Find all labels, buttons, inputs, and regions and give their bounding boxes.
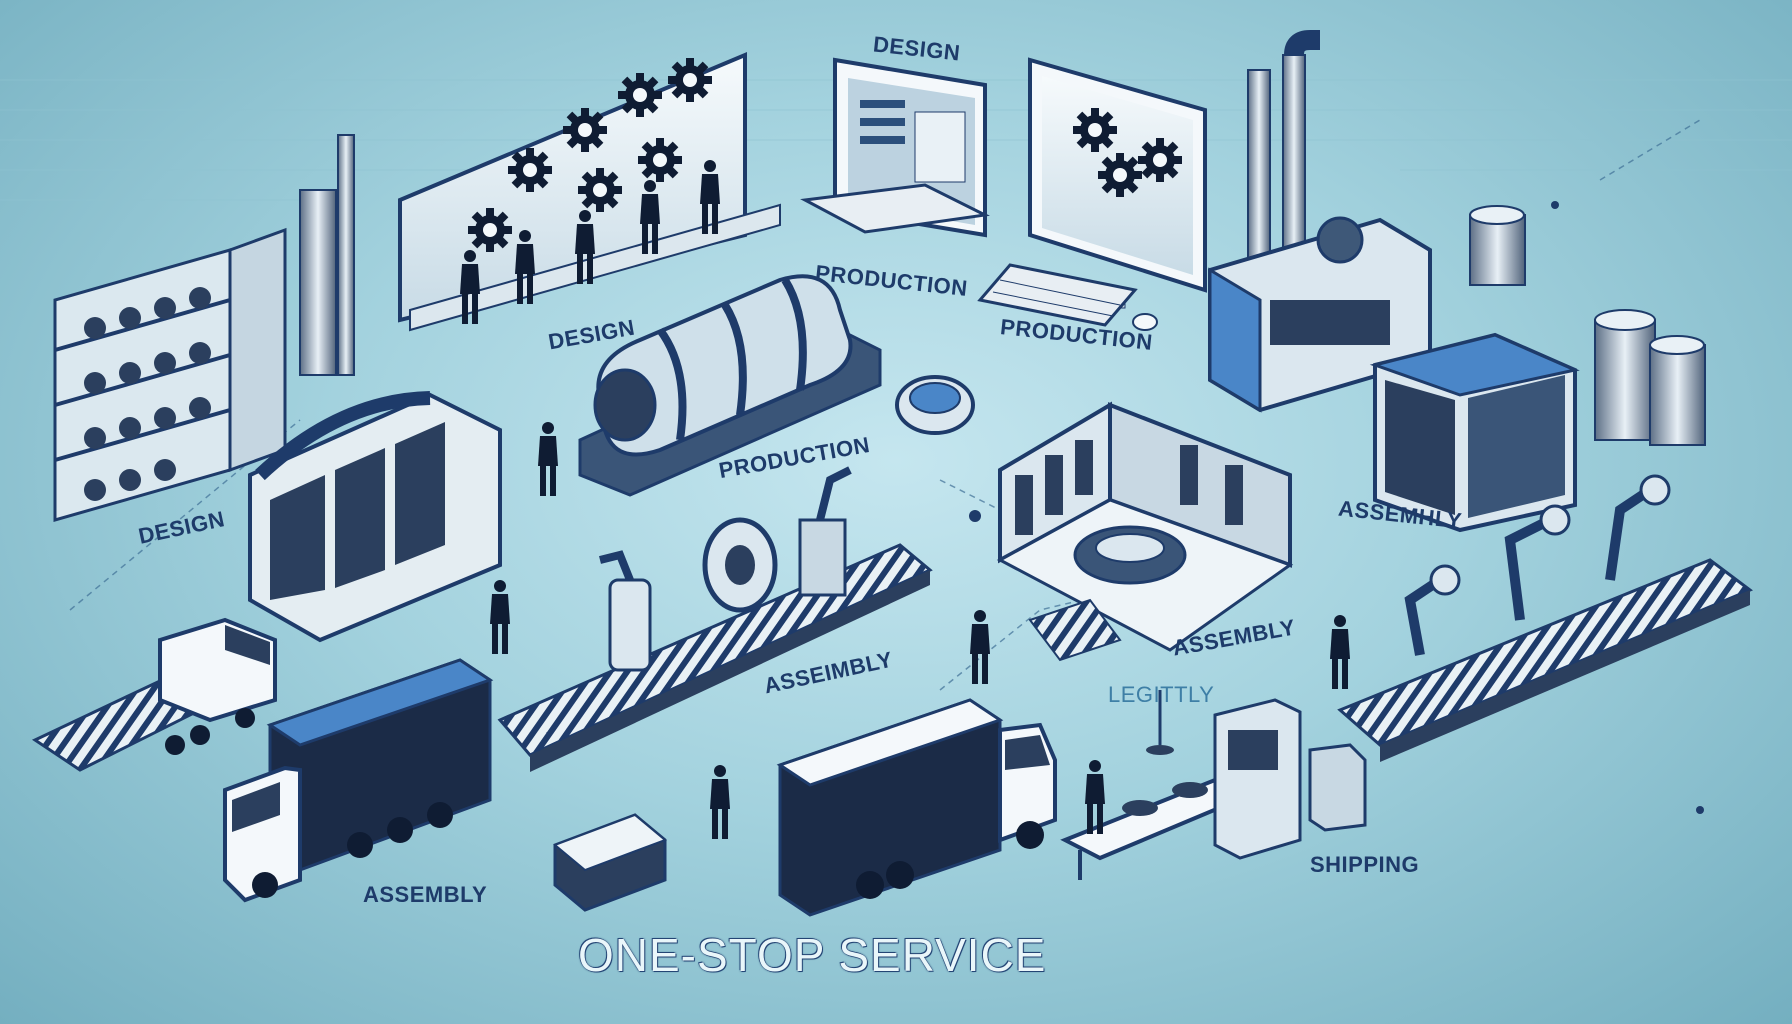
bowl-icon [895,375,975,435]
pallet-icon [553,813,667,912]
truck-icon [31,617,277,772]
gear-icon [508,148,552,192]
conveyor-icon [497,543,933,772]
robot-arm-icon [1404,474,1671,656]
conveyor-icon [1337,558,1753,762]
keyboard-icon [977,263,1158,331]
pipe-icon [299,134,355,376]
barrel-icon [1594,309,1706,446]
robot-arm-icon [599,466,852,672]
lamp-icon [1146,690,1174,755]
factory-icon [1208,30,1432,413]
cabinet-icon [1369,332,1580,533]
packing-station-icon [1060,698,1367,880]
gear-icon [1138,138,1182,182]
gear-icon [638,138,682,182]
gear-icon [578,168,622,212]
gear-icon [1098,153,1142,197]
gear-icon [1073,108,1117,152]
storage-shelf-icon [53,227,287,522]
page-title: ONE-STOP SERVICE [578,929,1047,981]
label-assembly-bottom: ASSEMBLY [363,882,488,907]
gear-icon [468,208,512,252]
monitor-icon [1028,57,1207,309]
label-shipping: SHIPPING [1310,852,1420,877]
truck-icon [223,658,494,903]
assembly-room-icon [996,401,1294,662]
capsule-machine-icon [578,274,882,497]
gear-icon [618,73,662,117]
label-legitly: LEGITTLY [1108,682,1215,707]
barrel-icon [1469,205,1526,286]
monitor-icon [800,57,990,238]
gear-icon [563,108,607,152]
node-dot-icon [969,201,1704,814]
dashed-flow-lines [69,119,1701,691]
tunnel-machine-icon [248,391,502,643]
design-board [398,51,781,332]
gear-icon [668,58,712,102]
truck-icon [776,698,1057,917]
